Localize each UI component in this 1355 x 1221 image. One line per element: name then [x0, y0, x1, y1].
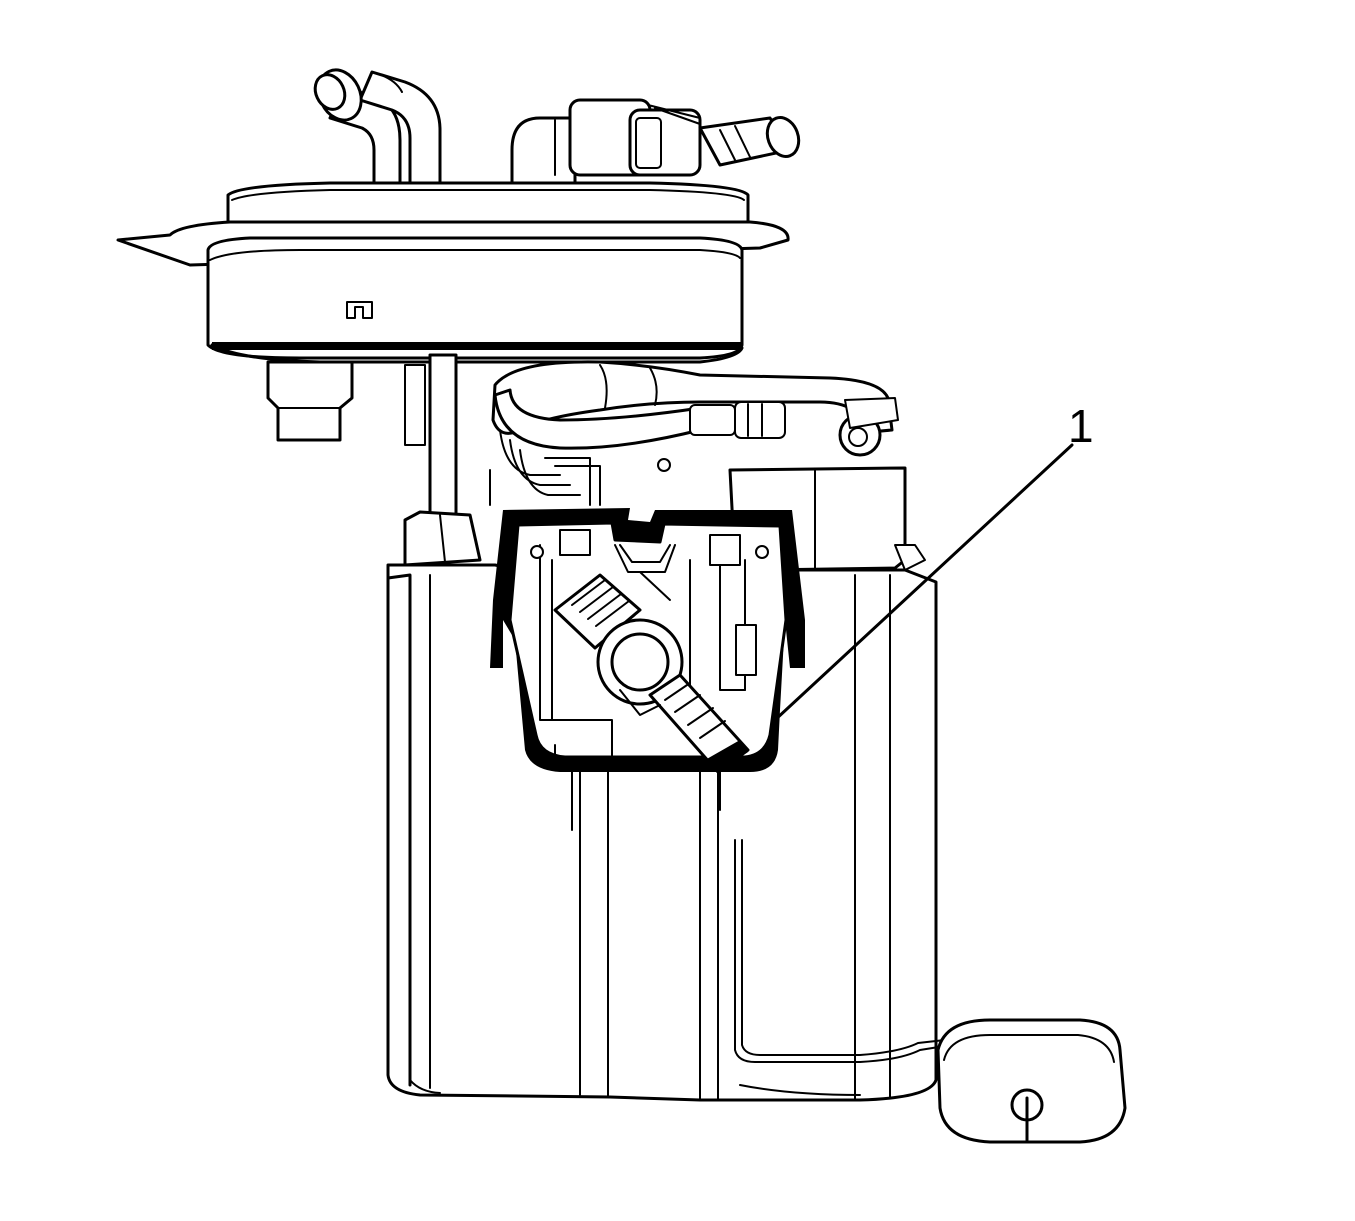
fuel-hose	[491, 360, 899, 457]
left-vent-fitting	[266, 360, 354, 442]
callout-leader-line	[773, 443, 1074, 722]
fuel-level-float	[936, 1018, 1127, 1144]
top-electrical-connector	[510, 98, 801, 192]
fuel-pump-electrical-connector	[553, 571, 750, 774]
left-fuel-line-fitting	[313, 68, 442, 192]
fuel-level-sensor-arm	[734, 839, 946, 1063]
callout-1: 1	[773, 400, 1094, 722]
internal-wiring	[489, 429, 671, 506]
guide-rods	[404, 353, 458, 517]
callout-label: 1	[1068, 400, 1094, 452]
mounting-flange	[116, 181, 790, 364]
